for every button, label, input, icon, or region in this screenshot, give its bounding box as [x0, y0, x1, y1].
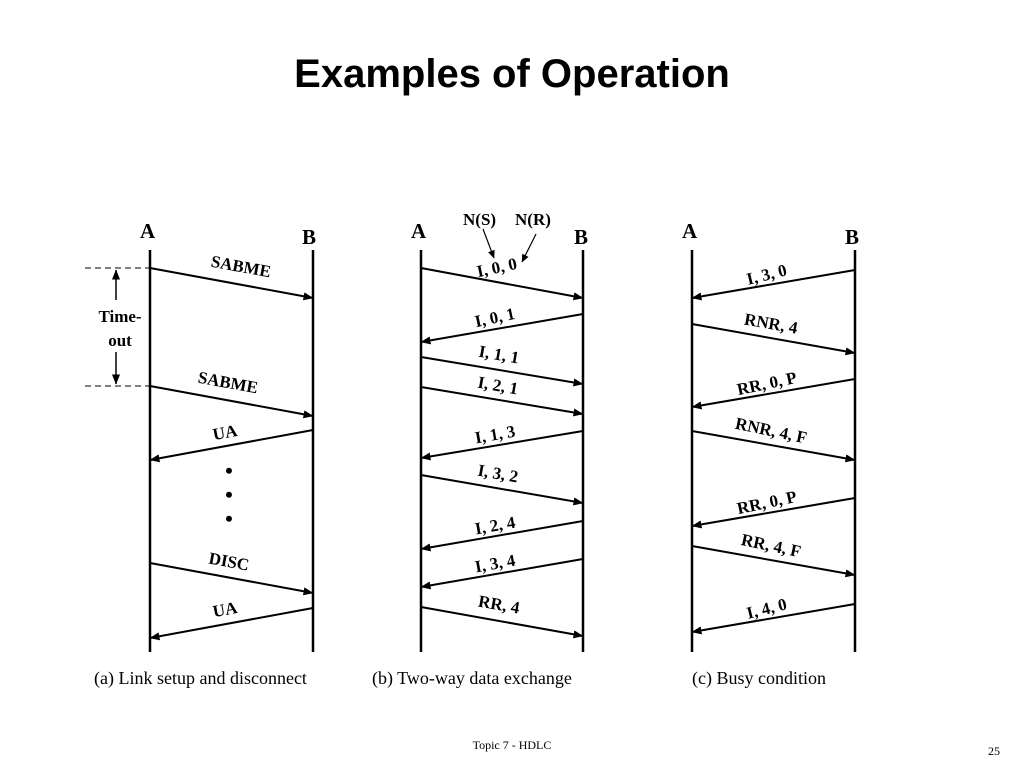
frame-arrow: [691, 497, 856, 529]
panel-busy-condition: A B I, 3, 0 RNR, 4 RR, 0, P RNR, 4, F RR…: [682, 219, 859, 689]
panel-caption: (c) Busy condition: [692, 668, 826, 689]
ns-header-label: N(S): [463, 210, 496, 229]
frame-arrow: [691, 269, 856, 301]
frame-arrow: [420, 474, 584, 506]
frame-label: I, 1, 1: [477, 342, 520, 368]
ellipsis-dot: •: [225, 482, 233, 507]
station-a-label: A: [411, 219, 427, 243]
panel-link-setup: A B Time- out SABME SABME UA • • • DISC …: [85, 219, 316, 689]
frame-label: I, 3, 4: [473, 551, 517, 577]
frame-arrow: [420, 430, 584, 461]
station-a-label: A: [140, 219, 156, 243]
ns-pointer-arrow: [482, 228, 495, 259]
page-number: 25: [988, 744, 1000, 758]
frame-arrow: [420, 313, 584, 345]
panel-two-way-exchange: A B N(S) N(R) I, 0, 0 I, 0, 1 I, 1, 1 I,…: [372, 210, 588, 689]
frame-arrow: [149, 607, 314, 641]
frame-arrow: [420, 356, 584, 387]
nr-header-label: N(R): [515, 210, 551, 229]
frame-label: I, 2, 1: [476, 373, 519, 399]
station-a-label: A: [682, 219, 698, 243]
slide-title: Examples of Operation: [294, 52, 730, 96]
frame-arrow: [420, 386, 584, 417]
frame-label: DISC: [207, 549, 250, 575]
slide-footer: Topic 7 - HDLC: [472, 738, 552, 752]
frame-label: I, 0, 0: [475, 254, 519, 281]
frame-label: UA: [211, 598, 239, 621]
station-b-label: B: [845, 225, 859, 249]
frame-label: SABME: [197, 368, 260, 398]
frame-arrow: [149, 267, 314, 301]
station-b-label: B: [574, 225, 588, 249]
frame-arrow: [691, 545, 856, 578]
timeout-label: out: [108, 331, 132, 350]
frame-arrow: [420, 606, 584, 639]
frame-label: RNR, 4: [743, 310, 800, 338]
frame-label: I, 2, 4: [473, 513, 517, 539]
station-b-label: B: [302, 225, 316, 249]
frame-label: RR, 4: [477, 592, 522, 618]
frame-arrow: [691, 430, 856, 463]
panel-caption: (a) Link setup and disconnect: [94, 668, 307, 689]
frame-arrow: [420, 267, 584, 301]
timeout-label: Time-: [98, 307, 141, 326]
ellipsis-dot: •: [225, 458, 233, 483]
frame-arrow: [149, 429, 314, 463]
frame-arrow: [691, 323, 856, 356]
frame-arrow: [420, 558, 584, 590]
ellipsis-dot: •: [225, 506, 233, 531]
frame-label: UA: [211, 421, 239, 444]
frame-arrow: [691, 378, 856, 410]
frame-arrow: [420, 520, 584, 552]
frame-label: SABME: [210, 252, 273, 282]
nr-pointer-arrow: [521, 233, 537, 263]
frame-label: RNR, 4, F: [734, 414, 809, 448]
frame-arrow: [691, 603, 856, 635]
frame-arrow: [149, 562, 314, 596]
frame-label: I, 3, 2: [476, 461, 519, 487]
frame-arrow: [149, 385, 314, 419]
panel-caption: (b) Two-way data exchange: [372, 668, 572, 689]
